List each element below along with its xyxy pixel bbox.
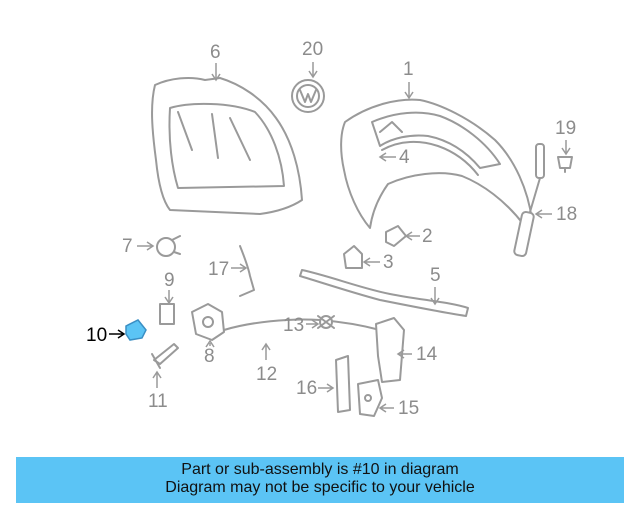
part-7-grommet[interactable] <box>156 235 181 257</box>
leader-3 <box>362 257 380 267</box>
part-6-hood-inner-panel[interactable] <box>151 76 303 215</box>
part-14-lock[interactable] <box>375 317 405 383</box>
banner-line-1: Part or sub-assembly is #10 in diagram <box>181 461 459 478</box>
part-13-clip[interactable] <box>317 315 335 329</box>
leader-14 <box>396 349 412 359</box>
leader-11 <box>152 370 162 388</box>
part-label-20: 20 <box>302 39 323 60</box>
leader-10 <box>109 329 126 339</box>
leader-20 <box>308 62 318 79</box>
part-label-3: 3 <box>383 252 394 273</box>
part-9-block[interactable] <box>159 303 175 325</box>
leader-19 <box>561 140 571 156</box>
part-label-10: 10 <box>86 325 107 346</box>
leader-4 <box>378 152 396 162</box>
leader-8 <box>205 339 215 348</box>
parts-diagram: 6 20 1 4 19 18 2 3 5 <box>86 39 577 419</box>
leader-1 <box>404 82 414 100</box>
part-label-6: 6 <box>210 42 221 63</box>
leader-12 <box>261 342 271 360</box>
leader-13 <box>306 319 320 329</box>
leader-17 <box>231 263 248 273</box>
part-19-clip[interactable] <box>557 156 573 173</box>
leader-9 <box>164 290 174 305</box>
part-label-8: 8 <box>204 346 215 367</box>
part-3-bumper[interactable] <box>343 245 363 269</box>
part-1-hood[interactable] <box>340 98 533 229</box>
part-17-handle[interactable] <box>239 245 255 297</box>
part-label-19: 19 <box>555 118 576 139</box>
info-banner: Part or sub-assembly is #10 in diagram D… <box>16 457 624 503</box>
part-label-1: 1 <box>403 59 414 80</box>
leader-5 <box>430 287 440 306</box>
part-label-2: 2 <box>422 226 433 247</box>
part-label-16: 16 <box>296 378 317 399</box>
part-label-5: 5 <box>430 265 441 286</box>
part-16-rail[interactable] <box>335 355 351 413</box>
part-2-bracket[interactable] <box>385 225 407 247</box>
part-label-13: 13 <box>283 315 304 336</box>
part-label-18: 18 <box>556 204 577 225</box>
part-label-14: 14 <box>416 344 438 365</box>
part-8-latch[interactable] <box>191 303 225 341</box>
part-15-bracket[interactable] <box>357 379 383 417</box>
part-label-15: 15 <box>398 398 419 419</box>
part-label-7: 7 <box>122 236 133 257</box>
part-label-9: 9 <box>164 270 175 291</box>
part-18-gas-strut[interactable] <box>513 143 545 258</box>
part-4-seal[interactable] <box>381 140 479 176</box>
part-5-strip[interactable] <box>299 269 469 317</box>
banner-line-2: Diagram may not be specific to your vehi… <box>165 479 475 496</box>
leader-15 <box>378 403 394 413</box>
part-11-bolt[interactable] <box>151 343 179 369</box>
part-label-11: 11 <box>148 391 168 412</box>
part-10-catch-highlighted[interactable] <box>125 319 147 341</box>
leader-7 <box>137 241 155 251</box>
leader-6 <box>211 63 221 82</box>
part-label-12: 12 <box>256 364 277 385</box>
part-20-emblem[interactable] <box>291 79 325 113</box>
part-label-4: 4 <box>399 147 410 168</box>
part-label-17: 17 <box>208 259 229 280</box>
leader-18 <box>534 209 552 219</box>
leader-16 <box>318 383 335 393</box>
leader-2 <box>404 231 420 241</box>
